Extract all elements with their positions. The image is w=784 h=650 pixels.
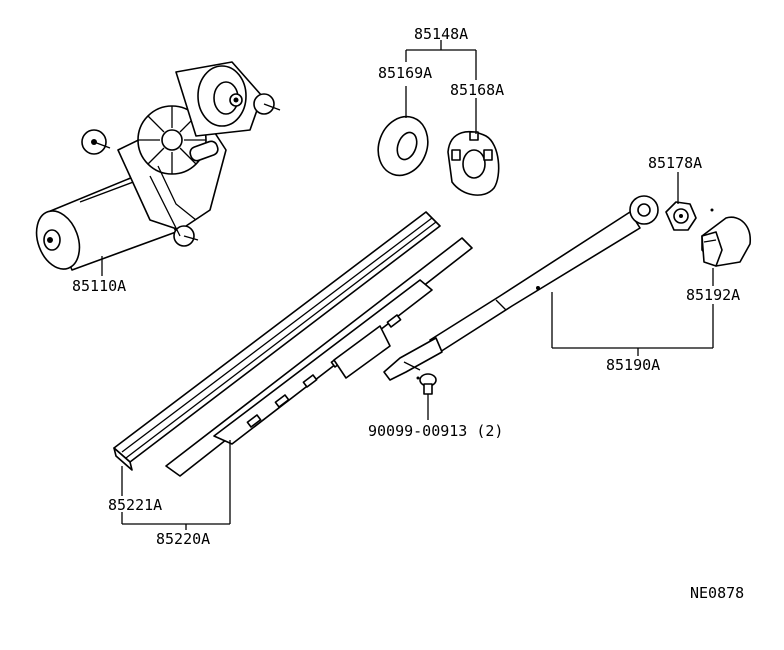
label-85220a: 85220A [156,530,210,548]
washer-85168a [447,130,500,196]
wiper-arm-85190a [383,195,659,381]
label-85168a: 85168A [450,81,504,99]
washer-85169a [377,115,429,177]
label-85190a: 85190A [606,356,660,374]
diagram-code: NE0878 [690,584,744,602]
part-labels: 85148A 85169A 85168A 85178A 85110A 85192… [72,25,744,602]
label-85192a: 85192A [686,286,740,304]
label-85178a: 85178A [648,154,702,172]
label-85110a: 85110A [72,277,126,295]
label-90099-00913: 90099-00913 (2) [368,422,503,440]
label-85221a: 85221A [108,496,162,514]
wiper-motor [35,61,281,271]
nut-85178a [665,201,697,231]
label-85169a: 85169A [378,64,432,82]
leader-lines [101,40,714,530]
wiper-blade-85220a [165,237,473,477]
screw-90099-00913 [416,373,437,395]
label-85148a: 85148A [414,25,468,43]
wiper-cap-85192a [701,208,751,267]
blade-insert-85221a [113,211,441,471]
